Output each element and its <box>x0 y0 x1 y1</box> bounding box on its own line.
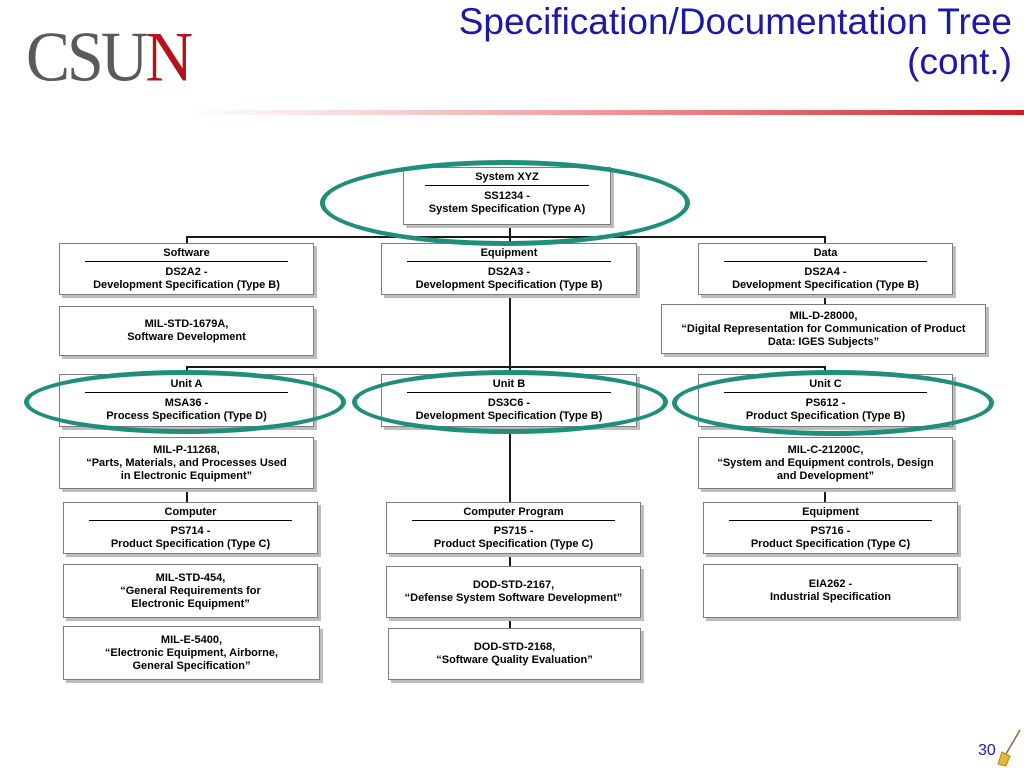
connector <box>824 294 826 304</box>
logo-red-text: N <box>145 17 193 97</box>
box-header: Data <box>724 247 927 262</box>
equipment-spec-box: Equipment DS2A3 - Development Specificat… <box>381 243 637 295</box>
standard-box: MIL-D-28000, “Digital Representation for… <box>661 304 986 354</box>
box-body: DS2A3 - Development Specification (Type … <box>415 266 603 291</box>
box-body: DS2A2 - Development Specification (Type … <box>93 266 280 291</box>
connector <box>186 488 188 502</box>
standard-box: MIL-P-11268, “Parts, Materials, and Proc… <box>59 437 314 489</box>
standard-box: MIL-STD-1679A, Software Development <box>59 306 314 356</box>
highlight-oval-unit-b <box>352 370 668 434</box>
box-body: PS714 - Product Specification (Type C) <box>110 525 271 550</box>
highlight-oval-unit-c <box>672 370 994 436</box>
slide-title: Specification/Documentation Tree (cont.) <box>459 2 1012 82</box>
standard-box: MIL-C-21200C, “System and Equipment cont… <box>698 437 953 489</box>
page-number: 30 <box>978 742 996 759</box>
standard-box: EIA262 - Industrial Specification <box>703 564 958 618</box>
connector <box>824 236 826 244</box>
computer-spec-box: Computer PS714 - Product Specification (… <box>63 502 318 554</box>
highlight-oval-unit-a <box>24 370 346 434</box>
box-header: Software <box>85 247 288 262</box>
standard-box: MIL-E-5400, “Electronic Equipment, Airbo… <box>63 626 320 680</box>
box-header: Computer Program <box>412 506 615 521</box>
connector <box>186 366 826 368</box>
data-spec-box: Data DS2A4 - Development Specification (… <box>698 243 953 295</box>
standard-box: DOD-STD-2167, “Defense System Software D… <box>386 566 641 618</box>
connector <box>824 488 826 502</box>
box-body: PS715 - Product Specification (Type C) <box>433 525 594 550</box>
box-body: PS716 - Product Specification (Type C) <box>750 525 911 550</box>
box-body: DS2A4 - Development Specification (Type … <box>732 266 919 291</box>
title-line-2: (cont.) <box>907 41 1012 82</box>
connector <box>509 428 511 502</box>
highlight-oval-root <box>320 160 690 246</box>
box-header: Equipment <box>407 247 611 262</box>
connector <box>509 554 511 566</box>
software-spec-box: Software DS2A2 - Development Specificati… <box>59 243 314 295</box>
standard-box: MIL-STD-454, “General Requirements for E… <box>63 564 318 618</box>
connector <box>509 296 511 373</box>
connector <box>186 236 188 244</box>
logo-gray-text: CSU <box>26 17 148 97</box>
title-rule <box>190 110 1024 115</box>
broom-icon <box>997 729 1021 767</box>
equipment-product-spec-box: Equipment PS716 - Product Specification … <box>703 502 958 554</box>
box-header: Equipment <box>729 506 932 521</box>
connector <box>509 618 511 628</box>
csun-logo: CSUN <box>26 21 193 93</box>
standard-box: DOD-STD-2168, “Software Quality Evaluati… <box>388 628 641 680</box>
computer-program-spec-box: Computer Program PS715 - Product Specifi… <box>386 502 641 554</box>
title-line-1: Specification/Documentation Tree <box>458 1 1012 42</box>
box-header: Computer <box>89 506 292 521</box>
